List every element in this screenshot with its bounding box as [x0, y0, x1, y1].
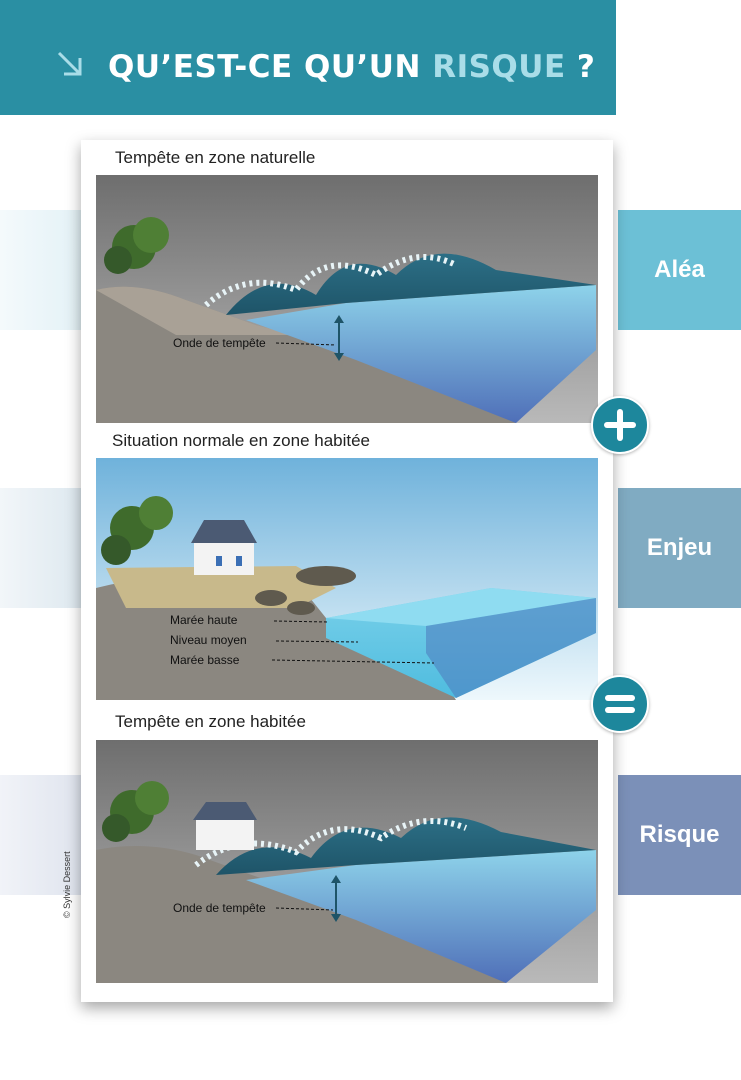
normal-situation-illustration: Marée haute Niveau moyen Marée basse	[96, 458, 598, 700]
storm-natural-illustration: Onde de tempête	[96, 175, 598, 423]
annotation-storm-surge-2: Onde de tempête	[173, 901, 266, 915]
house-icon	[193, 802, 257, 850]
house-icon	[191, 520, 257, 575]
plus-operator	[591, 396, 649, 454]
storm-inhabited-illustration: Onde de tempête	[96, 740, 598, 983]
panel-normal-situation: Marée haute Niveau moyen Marée basse	[96, 458, 598, 700]
band-risque: Risque	[618, 775, 741, 895]
label-alea: Aléa	[654, 256, 705, 283]
equals-operator	[591, 675, 649, 733]
panel-inhabited-storm: Onde de tempête	[96, 740, 598, 983]
annotation-mean-level: Niveau moyen	[170, 633, 247, 647]
band-enjeu-left	[0, 488, 84, 608]
band-risque-left	[0, 775, 84, 895]
annotation-storm-surge-1: Onde de tempête	[173, 336, 266, 350]
band-enjeu: Enjeu	[618, 488, 741, 608]
photo-credit: © Sylvie Dessert	[62, 851, 72, 918]
equals-icon	[605, 695, 635, 713]
annotation-low-tide: Marée basse	[170, 653, 240, 667]
panel-natural-storm: Onde de tempête	[96, 175, 598, 423]
panel-title-inhabited-storm: Tempête en zone habitée	[115, 712, 306, 731]
panel-title-natural-storm: Tempête en zone naturelle	[115, 148, 316, 167]
page-title: QU’EST-CE QU’UN RISQUE ?	[108, 49, 596, 85]
panel-title-normal-situation: Situation normale en zone habitée	[112, 431, 371, 450]
label-risque: Risque	[639, 821, 720, 848]
annotation-high-tide: Marée haute	[170, 613, 238, 627]
plus-icon	[604, 409, 636, 441]
band-alea-left	[0, 210, 84, 330]
band-alea: Aléa	[618, 210, 741, 330]
label-enjeu: Enjeu	[646, 534, 713, 561]
arrow-down-right-icon	[57, 51, 82, 76]
header-banner: QU’EST-CE QU’UN RISQUE ?	[0, 0, 616, 115]
title-accent: RISQUE	[432, 49, 566, 85]
